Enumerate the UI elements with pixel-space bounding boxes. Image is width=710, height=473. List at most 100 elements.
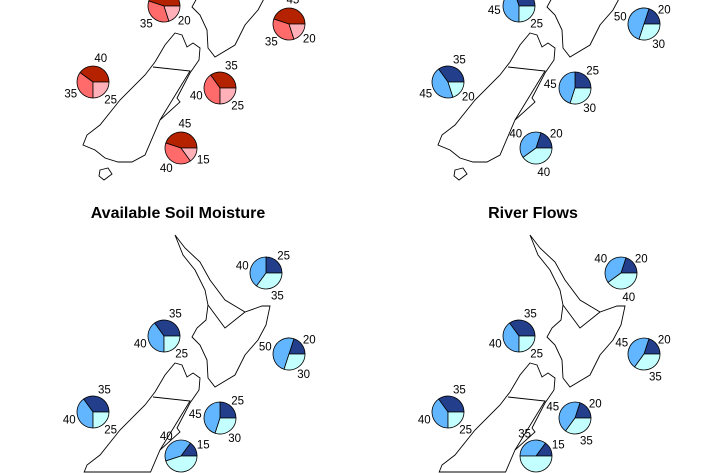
pie-label: 15 — [197, 154, 210, 166]
pie-label: 35 — [271, 290, 284, 302]
slice-below — [569, 87, 592, 105]
pie-label: 35 — [524, 309, 537, 321]
slice-near — [519, 131, 542, 158]
pie-label: 40 — [236, 260, 249, 272]
north-island-outline — [529, 234, 626, 388]
slice-below — [163, 5, 181, 22]
north-island-outline — [546, 0, 619, 58]
panel-title-river-flows: River Flows — [488, 205, 578, 222]
pie-label: 25 — [231, 101, 244, 113]
slice-below — [522, 147, 553, 165]
slice-near — [502, 0, 520, 23]
slice-below — [165, 455, 198, 473]
pie-label: 30 — [652, 39, 665, 51]
pie-label: 35 — [140, 19, 153, 31]
pie-label: 30 — [583, 103, 596, 115]
slice-near — [164, 142, 191, 165]
slice-above — [509, 319, 536, 337]
pie-label: 45 — [179, 118, 192, 130]
pie-label: 20 — [303, 34, 316, 46]
region-boundary — [562, 304, 601, 329]
slice-above — [273, 7, 306, 25]
pie-label: 45 — [544, 79, 557, 91]
slice-below — [283, 353, 306, 371]
slice-above — [516, 0, 536, 7]
pie-north-east-south-island: 20 45 35 — [546, 398, 601, 447]
pie-label: 45 — [419, 88, 432, 100]
slice-near — [249, 256, 267, 287]
region-boundary — [207, 304, 246, 329]
slice-near — [203, 401, 221, 434]
pie-label: 45 — [488, 5, 501, 17]
pie-north-west-north-island: 35 20 — [140, 0, 191, 31]
slice-below — [638, 23, 661, 41]
pie-label: 35 — [580, 435, 593, 447]
pie-label: 15 — [552, 440, 565, 452]
pie-label: 40 — [160, 431, 173, 443]
pie-label: 35 — [453, 55, 466, 67]
slice-below — [518, 335, 536, 353]
slice-below — [163, 335, 181, 353]
pie-label: 20 — [589, 398, 602, 410]
pie-label: 25 — [104, 95, 117, 107]
slice-below — [256, 272, 283, 290]
slice-near — [604, 256, 627, 283]
slice-below — [447, 81, 465, 98]
pie-label: 30 — [228, 433, 241, 445]
pie-label: 40 — [509, 128, 522, 140]
pie-label: 40 — [63, 415, 76, 427]
pie-label: 35 — [64, 88, 77, 100]
slice-near — [76, 398, 94, 429]
pie-label: 40 — [622, 292, 635, 304]
south-island-outline — [82, 32, 201, 163]
slice-below — [214, 417, 237, 435]
region-boundary — [507, 66, 546, 121]
slice-above — [438, 65, 465, 83]
pie-label: 20 — [178, 16, 191, 28]
pie-label: 35 — [518, 429, 531, 441]
slice-near — [502, 322, 520, 353]
pie-label: 45 — [546, 402, 559, 414]
north-island-outline — [191, 0, 264, 58]
slice-below — [634, 353, 661, 371]
slice-below — [219, 87, 237, 105]
pie-label: 35 — [225, 61, 238, 73]
stewart-island-outline — [98, 167, 113, 181]
pie-label: 50 — [259, 341, 272, 353]
pie-label: 20 — [658, 4, 671, 16]
pie-label: 35 — [649, 371, 662, 383]
slice-near — [164, 439, 191, 462]
pie-label: 35 — [453, 385, 466, 397]
pie-label: 15 — [197, 440, 210, 452]
pie-label: 25 — [586, 65, 599, 77]
pie-north-east-south-island: 35 40 25 — [190, 61, 244, 113]
slice-below — [607, 272, 638, 290]
pie-label: 25 — [530, 19, 543, 31]
pie-label: 40 — [190, 91, 203, 103]
slice-near — [272, 337, 295, 370]
slice-above — [83, 395, 110, 413]
stewart-island-outline — [453, 167, 468, 181]
pie-label: 20 — [462, 92, 475, 104]
slice-near — [558, 71, 576, 104]
slice-below — [92, 81, 110, 99]
slice-near — [558, 401, 581, 432]
slice-above — [210, 71, 237, 89]
pie-label: 45 — [615, 338, 628, 350]
pie-label: 20 — [550, 128, 563, 140]
pie-label: 25 — [277, 250, 290, 262]
